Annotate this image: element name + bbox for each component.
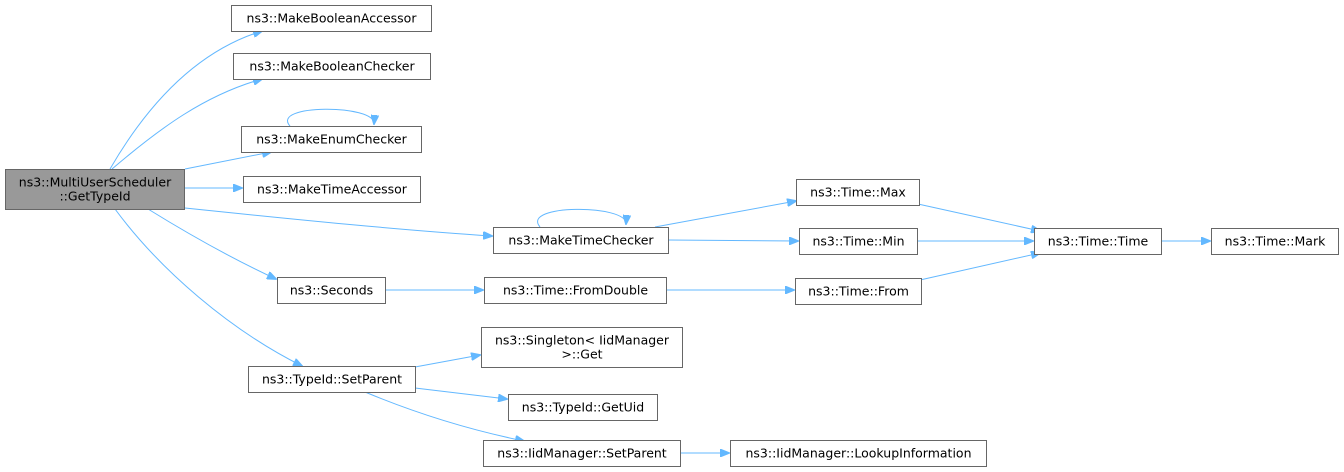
node-box	[5, 169, 185, 210]
node-label: ns3::Time::From	[808, 284, 909, 299]
node-box	[248, 366, 416, 393]
node-box	[730, 440, 987, 467]
edges-layer	[109, 31, 1210, 453]
edge-root-to-mtc	[184, 207, 492, 236]
node-tmax[interactable]: ns3::Time::Max	[796, 179, 920, 206]
node-mta[interactable]: ns3::MakeTimeAccessor	[243, 176, 421, 203]
node-mtc[interactable]: ns3::MakeTimeChecker	[493, 227, 669, 254]
node-label: ns3::Seconds	[290, 283, 373, 298]
edge-root-to-mba	[109, 31, 262, 170]
node-label: ns3::MakeBooleanAccessor	[247, 11, 418, 26]
node-box	[799, 228, 918, 255]
edge-mec-to-mec	[287, 108, 374, 127]
edge-mtc-to-tmax	[654, 201, 796, 228]
node-mec[interactable]: ns3::MakeEnumChecker	[241, 126, 422, 153]
edge-root-to-tsp	[114, 208, 302, 366]
node-mbc[interactable]: ns3::MakeBooleanChecker	[233, 53, 431, 80]
edge-tsp-to-guid	[414, 387, 507, 399]
node-label: ns3::Singleton< IidManager	[495, 333, 670, 348]
node-label: ns3::Time::Mark	[1225, 234, 1326, 249]
node-box	[1211, 228, 1339, 255]
node-ttime[interactable]: ns3::Time::Time	[1034, 228, 1162, 255]
node-guid[interactable]: ns3::TypeId::GetUid	[508, 394, 658, 421]
node-mba[interactable]: ns3::MakeBooleanAccessor	[231, 5, 432, 32]
node-box	[243, 176, 421, 203]
node-box	[508, 394, 658, 421]
edge-root-to-sec	[147, 208, 276, 279]
node-label: ns3::MakeBooleanChecker	[249, 59, 415, 74]
node-label: ns3::TypeId::SetParent	[262, 372, 402, 387]
node-label: ns3::Time::Time	[1048, 234, 1149, 249]
edge-root-to-mec	[184, 152, 271, 170]
node-box	[493, 227, 669, 254]
node-label: ns3::Time::Max	[810, 185, 906, 200]
node-tmark[interactable]: ns3::Time::Mark	[1211, 228, 1339, 255]
node-root[interactable]: ns3::MultiUserScheduler::GetTypeId	[5, 169, 185, 210]
node-label: >::Get	[561, 347, 602, 362]
node-sec[interactable]: ns3::Seconds	[277, 277, 386, 304]
edge-tmax-to-ttime	[917, 203, 1040, 231]
nodes-layer: ns3::MultiUserScheduler::GetTypeIdns3::M…	[5, 5, 1339, 467]
node-box	[231, 5, 432, 32]
node-label: ns3::IidManager::SetParent	[497, 446, 667, 461]
node-box	[233, 53, 431, 80]
node-tfrom[interactable]: ns3::Time::From	[795, 278, 922, 305]
node-label: ns3::MakeTimeChecker	[508, 233, 654, 248]
node-isp[interactable]: ns3::IidManager::SetParent	[483, 440, 681, 467]
edge-root-to-mbc	[111, 79, 262, 170]
edge-tsp-to-isp	[364, 391, 524, 441]
node-box	[484, 277, 667, 304]
edge-tfrom-to-ttime	[919, 253, 1040, 281]
node-label: ns3::MakeTimeAccessor	[257, 182, 408, 197]
node-label: ns3::Time::FromDouble	[503, 283, 648, 298]
node-box	[796, 179, 920, 206]
edge-tsp-to-sget	[414, 355, 480, 368]
node-box	[241, 126, 422, 153]
node-box	[795, 278, 922, 305]
edge-mtc-to-mtc	[537, 208, 626, 228]
node-box	[483, 440, 681, 467]
node-label: ns3::MakeEnumChecker	[256, 132, 407, 147]
node-box	[277, 277, 386, 304]
node-tfd[interactable]: ns3::Time::FromDouble	[484, 277, 667, 304]
node-box	[481, 327, 683, 368]
node-label: ns3::TypeId::GetUid	[522, 400, 644, 415]
node-label: ::GetTypeId	[59, 189, 130, 204]
node-tmin[interactable]: ns3::Time::Min	[799, 228, 918, 255]
node-box	[1034, 228, 1162, 255]
node-ili[interactable]: ns3::IidManager::LookupInformation	[730, 440, 987, 467]
node-label: ns3::Time::Min	[812, 234, 904, 249]
node-label: ns3::IidManager::LookupInformation	[745, 446, 971, 461]
node-sget[interactable]: ns3::Singleton< IidManager>::Get	[481, 327, 683, 368]
edge-mtc-to-tmin	[667, 240, 798, 241]
node-tsp[interactable]: ns3::TypeId::SetParent	[248, 366, 416, 393]
node-label: ns3::MultiUserScheduler	[19, 175, 172, 190]
